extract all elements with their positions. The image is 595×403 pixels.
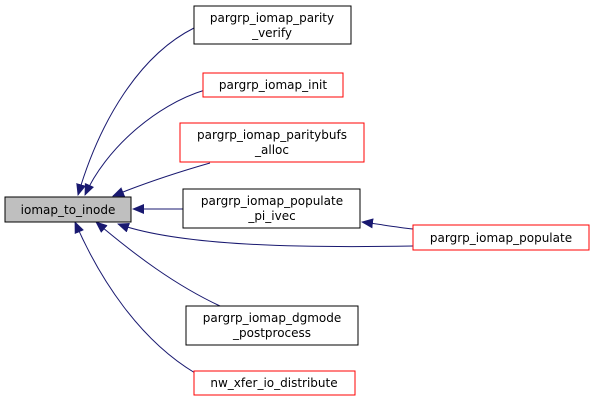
node-label: iomap_to_inode <box>21 203 116 217</box>
node-box <box>179 122 365 163</box>
node-label-line-1: pargrp_iomap_paritybufs <box>197 128 347 142</box>
node-box <box>202 72 344 98</box>
node-box <box>185 305 359 346</box>
node-pargrp-iomap-parity-verify[interactable]: pargrp_iomap_parity _verify <box>193 5 352 45</box>
node-pargrp-iomap-populate-pi-ivec[interactable]: pargrp_iomap_populate _pi_ivec <box>182 188 361 229</box>
edge-parity-verify-to-iomap-to-inode <box>76 27 195 196</box>
node-label-line-1: pargrp_iomap_parity <box>210 11 334 25</box>
node-iomap-to-inode[interactable]: iomap_to_inode <box>4 196 132 223</box>
node-label: pargrp_iomap_populate <box>430 231 572 245</box>
edge-xfer-io-distribute-to-iomap-to-inode <box>74 221 196 374</box>
node-nw-xfer-io-distribute[interactable]: nw_xfer_io_distribute <box>193 370 356 396</box>
node-label-line-2: _verify <box>251 26 292 40</box>
node-box <box>412 224 590 251</box>
edge-iomap-populate-to-iomap-to-inode <box>117 222 414 248</box>
node-label-line-2: _pi_ivec <box>247 209 295 223</box>
node-label-line-2: _alloc <box>254 143 289 157</box>
edges <box>74 27 414 374</box>
node-label-line-2: _postprocess <box>232 326 311 340</box>
edge-paritybufs-alloc-to-iomap-to-inode <box>112 162 211 197</box>
node-box <box>193 370 356 396</box>
node-pargrp-iomap-paritybufs-alloc[interactable]: pargrp_iomap_paritybufs _alloc <box>179 122 365 163</box>
node-label: nw_xfer_io_distribute <box>210 376 337 390</box>
node-label-line-1: pargrp_iomap_populate <box>201 194 343 208</box>
node-box <box>182 188 361 229</box>
node-pargrp-iomap-populate[interactable]: pargrp_iomap_populate <box>412 224 590 251</box>
node-pargrp-iomap-dgmode-postprocess[interactable]: pargrp_iomap_dgmode _postprocess <box>185 305 359 346</box>
node-label-line-1: pargrp_iomap_dgmode <box>203 311 341 325</box>
edge-iomap-populate-to-populate-pi-ivec <box>361 218 414 230</box>
node-label: pargrp_iomap_init <box>219 78 327 92</box>
node-box <box>193 5 352 45</box>
edge-iomap-init-to-iomap-to-inode <box>84 89 206 196</box>
node-box <box>4 196 132 223</box>
node-pargrp-iomap-init[interactable]: pargrp_iomap_init <box>202 72 344 98</box>
edge-dgmode-postprocess-to-iomap-to-inode <box>95 221 221 307</box>
